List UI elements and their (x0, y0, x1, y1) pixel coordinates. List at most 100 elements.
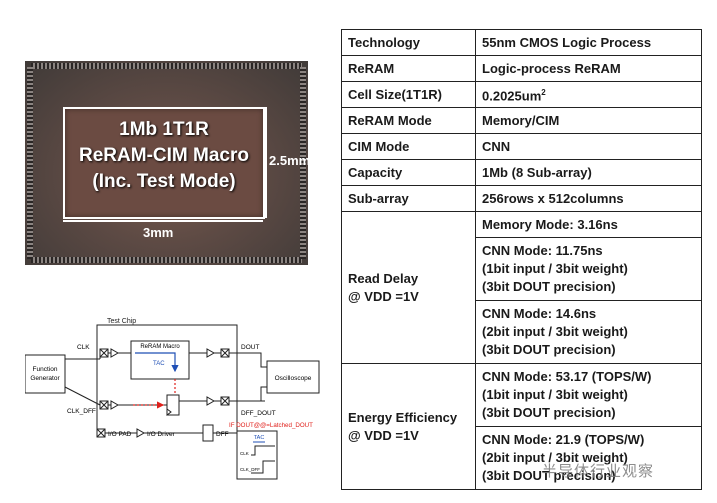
energy-cnn-2-line1: CNN Mode: 21.9 (TOPS/W) (482, 432, 645, 447)
table-row: CIM Mode CNN (341, 133, 702, 160)
test-chip-label: Test Chip (107, 318, 136, 325)
table-row: CNN Mode: 14.6ns (2bit input / 3bit weig… (342, 300, 702, 364)
legend-io-driver-symbol (136, 428, 146, 438)
latched-dout-note: IF DOUT@@=Latched_DOUT (229, 422, 313, 429)
clk-dff-wire-outside (64, 386, 101, 406)
table-row: Energy Efficiency @ VDD =1V CNN Mode: 53… (341, 363, 702, 490)
cell-size-exponent: 2 (541, 87, 546, 97)
reram-macro-label: ReRAM Macro (140, 344, 180, 350)
reram-macro-box (130, 340, 190, 380)
dout-io-driver (206, 348, 216, 358)
dout-to-scope-wire (229, 352, 267, 368)
die-pads-bottom (31, 257, 302, 263)
spec-value: Logic-process ReRAM (475, 55, 702, 82)
legend-io-pad-symbol (96, 428, 106, 438)
legend-dff-label: DFF (216, 431, 229, 438)
die-pads-top (31, 63, 302, 69)
dff-dout-io-pad (220, 396, 230, 406)
energy-cnn-2-line3: (3bit DOUT precision) (482, 468, 616, 483)
watermark: 半导体行业观察 (542, 463, 655, 480)
width-dimension-label: 3mm (143, 225, 174, 240)
energy-cnn-1-line3: (3bit DOUT precision) (482, 405, 616, 420)
energy-key: Energy Efficiency @ VDD =1V (341, 363, 476, 490)
macro-title-line1: 1Mb 1T1R (119, 119, 209, 140)
tac-label: TAC (153, 361, 165, 367)
energy-cnn-1: CNN Mode: 53.17 (TOPS/W) (1bit input / 3… (475, 363, 702, 427)
spec-value: CNN (475, 133, 702, 160)
test-chip-outline (96, 324, 238, 434)
table-row: Read Delay @ VDD =1V Memory Mode: 3.16ns (341, 211, 702, 364)
width-dimension-line (63, 220, 263, 222)
dff-dout-to-scope-wire (260, 386, 267, 401)
read-delay-cnn-2-line1: CNN Mode: 14.6ns (482, 306, 597, 321)
tac-arrow (135, 352, 179, 373)
table-row: Technology 55nm CMOS Logic Process (341, 29, 702, 56)
legend-io-pad-label: I/O PAD (108, 431, 132, 438)
clk-dff-io-pad (99, 400, 109, 410)
die-pads-right (300, 67, 306, 259)
test-chip-diagram: Test Chip Function Generator CLK ReRAM M… (25, 318, 320, 480)
oscilloscope-label: Oscilloscope (275, 375, 312, 382)
spec-value: 55nm CMOS Logic Process (475, 29, 702, 56)
die-photo: 1Mb 1T1R ReRAM-CIM Macro (Inc. Test Mode… (25, 61, 308, 265)
energy-cnn-2-line2: (2bit input / 3bit weight) (482, 450, 628, 465)
timing-clk-wave (251, 445, 275, 456)
dff-dout-io-driver (206, 396, 216, 406)
legend-io-driver-label: I/O Driver (147, 431, 176, 438)
spec-table: Technology 55nm CMOS Logic Process ReRAM… (341, 29, 702, 490)
legend-dff-symbol (202, 424, 214, 442)
spec-value: Memory/CIM (475, 107, 702, 134)
dff-dout-label: DFF_DOUT (241, 410, 276, 417)
energy-cnn-2: CNN Mode: 21.9 (TOPS/W) (2bit input / 3b… (475, 426, 702, 490)
energy-key-line1: Energy Efficiency (348, 409, 458, 425)
read-delay-key-line2: @ VDD =1V (348, 288, 419, 304)
clk-dff-io-driver (110, 400, 120, 410)
clk-label: CLK (77, 344, 90, 351)
table-row: Capacity 1Mb (8 Sub-array) (341, 159, 702, 186)
clk-io-pad (99, 348, 109, 358)
macro-outline: 1Mb 1T1R ReRAM-CIM Macro (Inc. Test Mode… (63, 107, 265, 219)
dout-io-pad (220, 348, 230, 358)
function-generator-label-2: Generator (30, 375, 60, 382)
read-delay-cnn-1-line2: (1bit input / 3bit weight) (482, 261, 628, 276)
read-delay-cnn-1: CNN Mode: 11.75ns (1bit input / 3bit wei… (475, 237, 702, 301)
read-delay-cnn-2-line2: (2bit input / 3bit weight) (482, 324, 628, 339)
oscilloscope-box (266, 360, 320, 394)
spec-value: 1Mb (8 Sub-array) (475, 159, 702, 186)
read-delay-cnn-2: CNN Mode: 14.6ns (2bit input / 3bit weig… (475, 300, 702, 364)
timing-clk-dff-wave (251, 460, 275, 474)
spec-value: 256rows x 512columns (475, 185, 702, 212)
read-delay-key: Read Delay @ VDD =1V (341, 211, 476, 364)
table-row: CNN Mode: 11.75ns (1bit input / 3bit wei… (342, 237, 702, 301)
table-row: Cell Size(1T1R) 0.2025um2 (341, 81, 702, 108)
spec-key: Cell Size(1T1R) (341, 81, 476, 108)
read-delay-key-line1: Read Delay (348, 270, 419, 286)
energy-key-line2: @ VDD =1V (348, 427, 419, 443)
table-row: CNN Mode: 21.9 (TOPS/W) (2bit input / 3b… (342, 426, 702, 490)
dff-clock-mark (166, 408, 172, 416)
spec-key: Technology (341, 29, 476, 56)
dff-block (166, 394, 180, 416)
spec-key: ReRAM (341, 55, 476, 82)
function-generator-label-1: Function (33, 366, 58, 373)
spec-key: ReRAM Mode (341, 107, 476, 134)
function-generator-box (25, 354, 66, 394)
read-delay-memory: Memory Mode: 3.16ns (475, 211, 702, 238)
height-dimension-line (265, 107, 267, 218)
energy-cnn-1-line1: CNN Mode: 53.17 (TOPS/W) (482, 369, 652, 384)
timing-inset (236, 430, 278, 480)
table-row: Sub-array 256rows x 512columns (341, 185, 702, 212)
energy-cnn-1-line2: (1bit input / 3bit weight) (482, 387, 628, 402)
macro-title-line3: (Inc. Test Mode) (92, 171, 236, 192)
read-delay-cnn-1-line1: CNN Mode: 11.75ns (482, 243, 603, 258)
timing-clk-label: CLK (240, 451, 249, 456)
read-delay-cnn-2-line3: (3bit DOUT precision) (482, 342, 616, 357)
spec-key: Capacity (341, 159, 476, 186)
spec-value: 0.2025um2 (475, 81, 702, 108)
spec-key: CIM Mode (341, 133, 476, 160)
read-delay-cnn-1-line3: (3bit DOUT precision) (482, 279, 616, 294)
table-row: ReRAM Mode Memory/CIM (341, 107, 702, 134)
clk-io-driver (110, 348, 120, 358)
clk-dff-label: CLK_DFF (67, 408, 96, 415)
timing-clk-dff-label: CLK_DFF (240, 467, 260, 472)
